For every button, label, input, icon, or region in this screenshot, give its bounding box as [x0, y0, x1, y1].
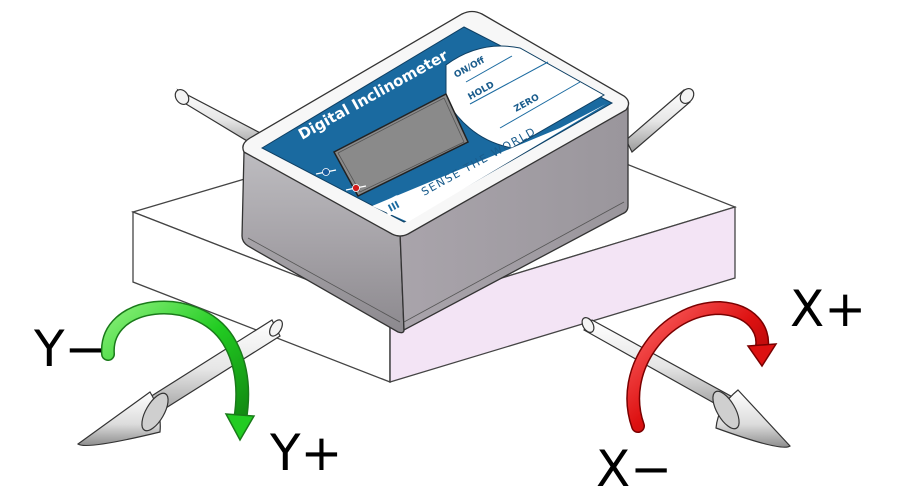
label-y-plus: Y+: [269, 424, 342, 482]
display-screen: [332, 92, 469, 197]
label-x-minus: X−: [596, 440, 672, 498]
brand-logo-text: III: [387, 200, 402, 215]
inclinometer-device: III Digital Inclinometer SENSE THE WORLD…: [241, 10, 630, 334]
brand-logo: III: [382, 195, 404, 216]
back-rod-left: [174, 88, 271, 151]
y-axis-rod: [76, 319, 283, 447]
label-x-plus: X+: [790, 280, 866, 338]
label-y-minus: Y−: [33, 320, 106, 378]
device-right-face: [399, 104, 629, 332]
slogan-strip: [372, 104, 606, 222]
device-front-face: [241, 150, 405, 334]
x-axis-rod: [581, 317, 791, 448]
y-rotation-arrow: [100, 300, 256, 442]
indicator-red: [345, 184, 367, 192]
x-rotation-arrow: [626, 300, 778, 433]
indicator-blue: [315, 168, 337, 176]
back-rod-right: [625, 87, 695, 153]
